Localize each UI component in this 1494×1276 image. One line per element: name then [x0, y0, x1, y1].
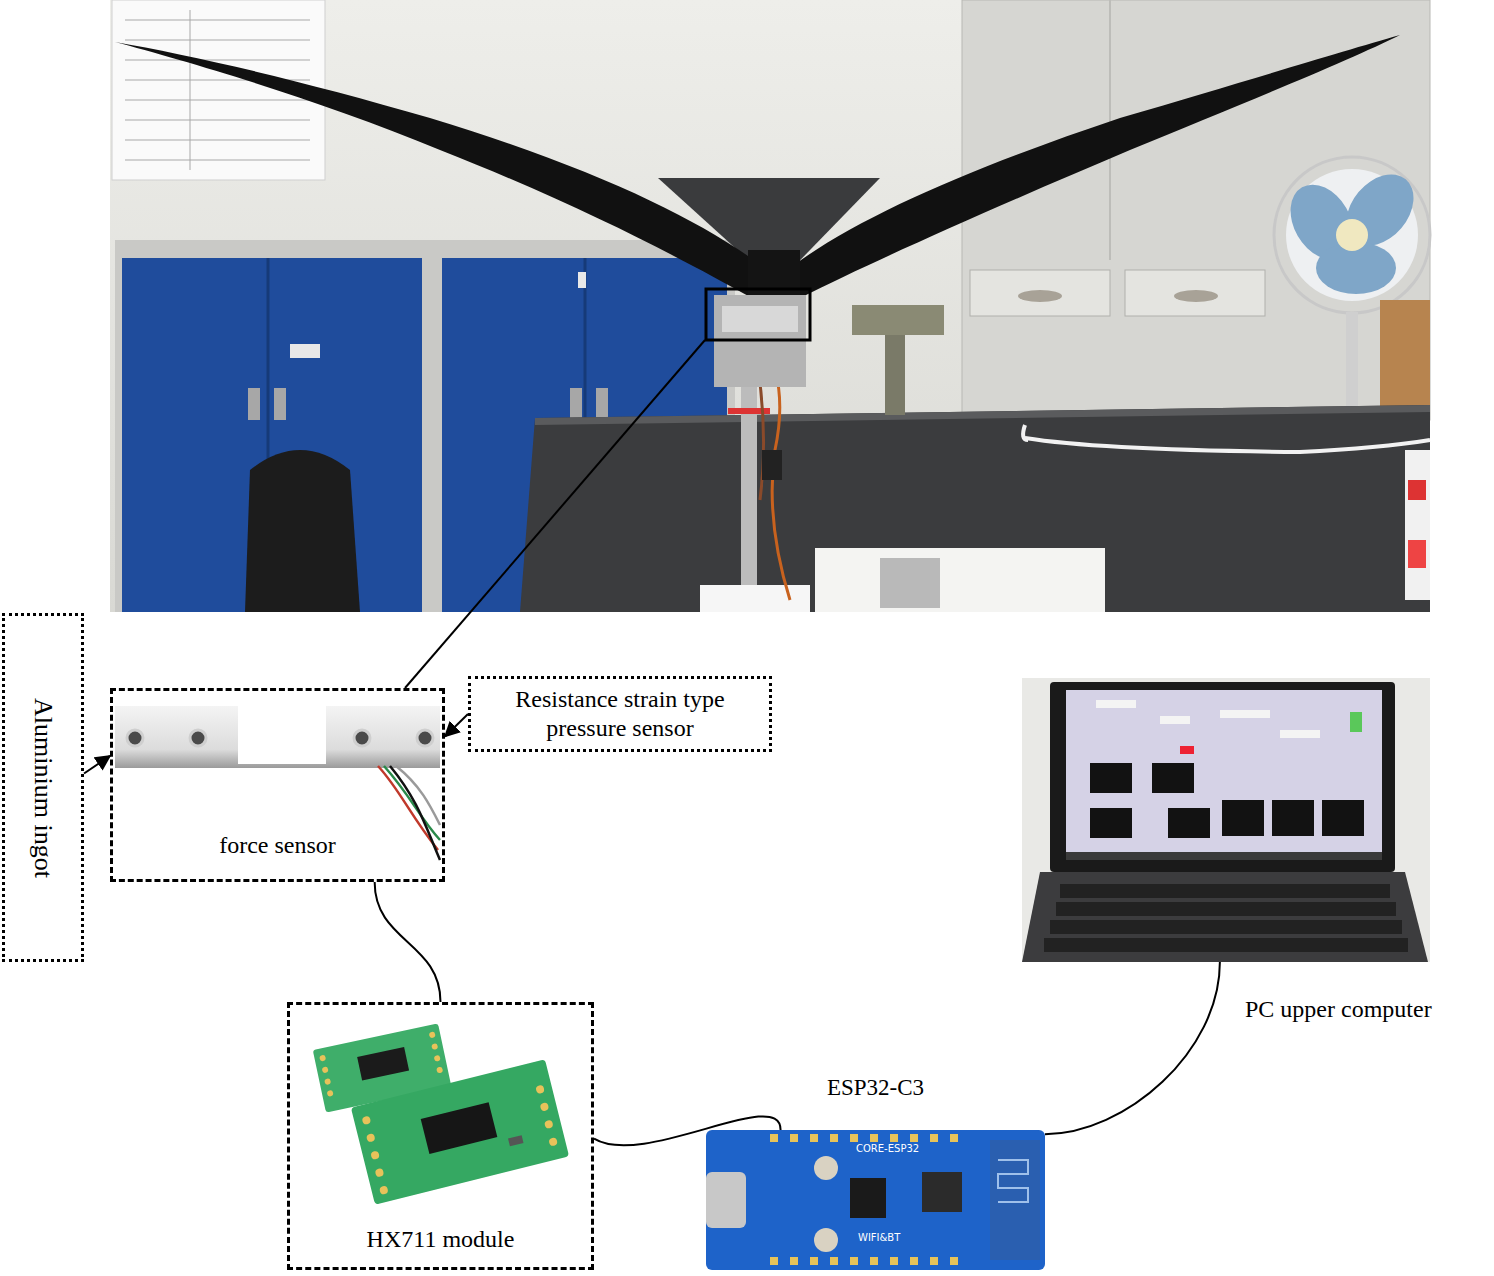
module-box: HX711 module — [287, 1002, 594, 1270]
node-label: force sensor — [113, 831, 442, 860]
computer-node: PC upper computer — [1022, 678, 1430, 962]
node-label: PC upper computer — [1245, 995, 1432, 1024]
callout-box: Aluminium ingot — [2, 613, 84, 962]
sensor-box: force sensor — [110, 688, 445, 882]
node-label: Aluminium ingot — [27, 698, 58, 878]
callout-arrow — [445, 714, 468, 737]
node-label: Resistance strain type pressure sensor — [504, 685, 736, 743]
wire-connector — [594, 1116, 781, 1145]
board-marking: WIFI&BT — [858, 1232, 900, 1243]
callout-box: Resistance strain type pressure sensor — [468, 676, 772, 752]
callout-arrow — [84, 756, 110, 774]
node-label: ESP32-C3 — [827, 1074, 924, 1102]
wire-connector — [375, 882, 441, 1002]
board-marking: CORE-ESP32 — [856, 1143, 919, 1154]
wire-connector — [1045, 962, 1220, 1134]
node-label: HX711 module — [290, 1225, 591, 1254]
